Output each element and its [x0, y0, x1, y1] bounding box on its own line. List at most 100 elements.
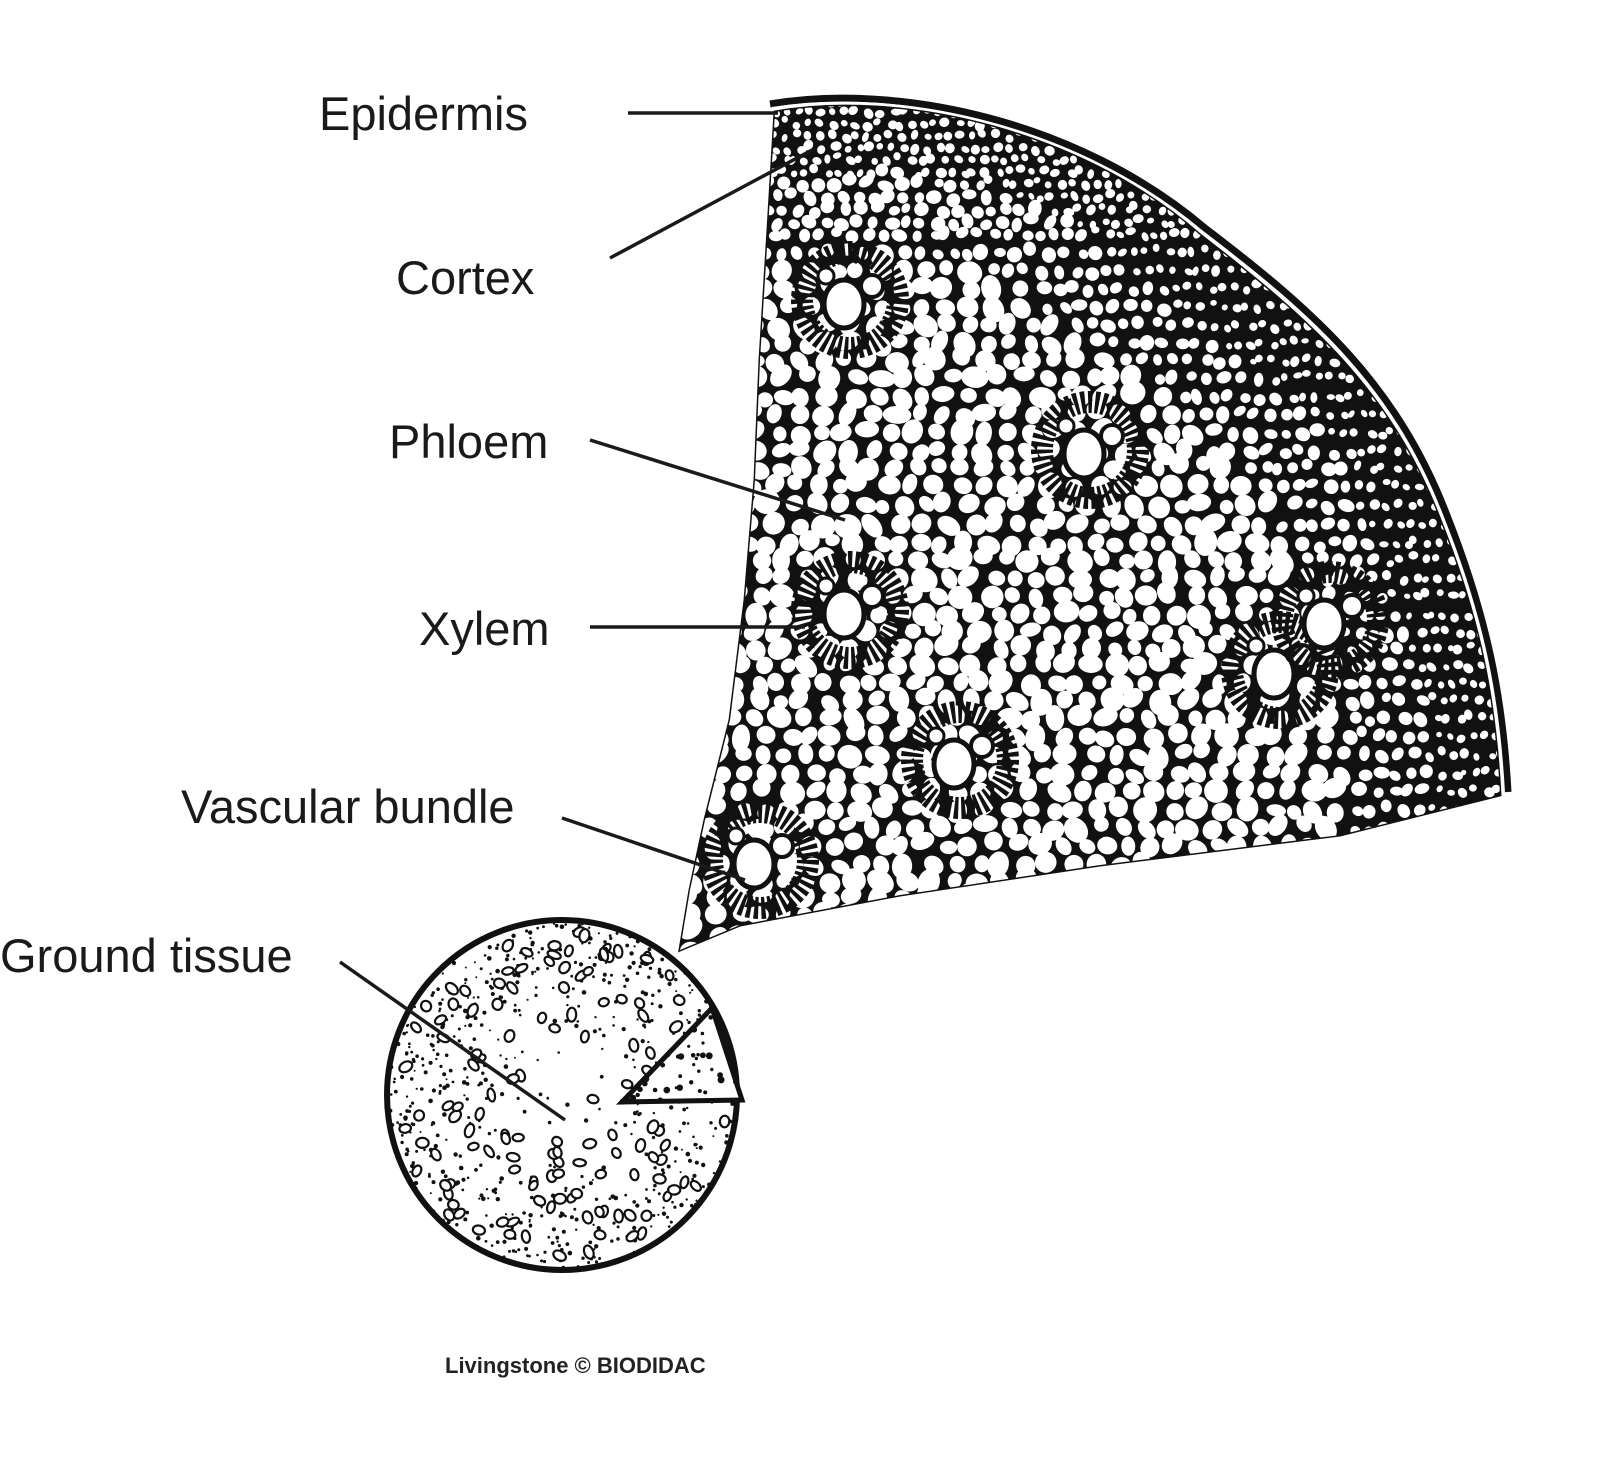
- stipple-dot: [464, 978, 468, 982]
- parenchyma-cell: [913, 336, 930, 353]
- stipple-dot: [558, 1214, 563, 1218]
- parenchyma-cell: [1279, 780, 1296, 800]
- parenchyma-cell: [1468, 908, 1481, 924]
- parenchyma-cell: [1266, 354, 1275, 363]
- parenchyma-cell: [1185, 117, 1198, 131]
- parenchyma-cell: [1431, 554, 1440, 562]
- parenchyma-cell: [1160, 118, 1169, 128]
- stipple-dot: [421, 1057, 425, 1061]
- parenchyma-cell: [871, 157, 879, 165]
- parenchyma-cell: [849, 214, 863, 228]
- parenchyma-cell: [1381, 502, 1390, 512]
- stipple-dot: [553, 1166, 557, 1169]
- parenchyma-cell: [1447, 323, 1459, 334]
- parenchyma-cell: [684, 747, 704, 764]
- parenchyma-cell: [1299, 191, 1310, 202]
- scattered-bundle: [466, 1002, 479, 1018]
- marker-dot: [678, 1074, 683, 1079]
- parenchyma-cell: [1422, 370, 1433, 381]
- parenchyma-cell: [654, 545, 680, 570]
- vessel-element: [1099, 423, 1125, 449]
- parenchyma-cell: [1368, 410, 1377, 418]
- parenchyma-cell: [914, 202, 929, 217]
- stipple-dot: [653, 1166, 657, 1170]
- parenchyma-cell: [718, 402, 740, 424]
- marker-dot: [667, 1053, 671, 1057]
- parenchyma-cell: [1180, 391, 1192, 404]
- parenchyma-cell: [947, 873, 962, 889]
- stipple-dot: [650, 1018, 654, 1023]
- parenchyma-cell: [1481, 910, 1495, 923]
- parenchyma-cell: [955, 226, 969, 239]
- parenchyma-cell: [738, 121, 747, 131]
- parenchyma-cell: [1372, 356, 1381, 365]
- parenchyma-cell: [1479, 806, 1488, 814]
- parenchyma-cell: [1318, 177, 1335, 194]
- parenchyma-cell: [819, 708, 842, 726]
- parenchyma-cell: [1049, 122, 1058, 129]
- stipple-dot: [413, 1069, 416, 1072]
- parenchyma-cell: [774, 334, 792, 352]
- stipple-dot: [392, 1080, 396, 1084]
- stipple-dot: [526, 1254, 529, 1258]
- parenchyma-cell: [1415, 892, 1431, 906]
- stipple-dot: [610, 973, 613, 977]
- parenchyma-cell: [915, 922, 937, 942]
- parenchyma-cell: [1501, 591, 1510, 600]
- stipple-dot: [428, 1060, 433, 1065]
- parenchyma-cell: [1413, 804, 1426, 816]
- stipple-dot: [724, 1140, 729, 1145]
- parenchyma-cell: [1049, 168, 1060, 178]
- parenchyma-cell: [1339, 266, 1348, 276]
- marker-dot: [676, 1084, 683, 1091]
- parenchyma-cell: [1388, 922, 1410, 945]
- stipple-dot: [531, 970, 534, 974]
- parenchyma-cell: [1328, 536, 1342, 547]
- parenchyma-cell: [1137, 820, 1156, 839]
- parenchyma-cell: [1436, 304, 1448, 317]
- parenchyma-cell: [1078, 654, 1103, 673]
- bundle-sheath: [701, 801, 819, 919]
- parenchyma-cell: [1117, 153, 1127, 164]
- parenchyma-cell: [680, 571, 686, 589]
- parenchyma-cell: [1107, 204, 1116, 215]
- parenchyma-cell: [1440, 697, 1448, 705]
- parenchyma-cell: [1233, 190, 1244, 200]
- stipple-dot: [522, 1109, 527, 1114]
- parenchyma-cell: [1140, 709, 1157, 729]
- parenchyma-cell: [1293, 218, 1300, 227]
- parenchyma-cell: [1284, 742, 1308, 766]
- parenchyma-cell: [833, 478, 848, 494]
- stipple-dot: [592, 1029, 598, 1034]
- parenchyma-cell: [1035, 265, 1049, 281]
- parenchyma-cell: [1170, 766, 1190, 783]
- parenchyma-cell: [1125, 144, 1133, 152]
- parenchyma-cell: [1250, 106, 1266, 113]
- parenchyma-cell: [1306, 519, 1318, 533]
- parenchyma-cell: [1173, 299, 1183, 308]
- stipple-dot: [623, 1054, 629, 1059]
- parenchyma-cell: [912, 230, 922, 242]
- parenchyma-cell: [1436, 785, 1443, 793]
- stipple-dot: [423, 1148, 426, 1152]
- parenchyma-cell: [1323, 479, 1339, 495]
- parenchyma-cell: [1338, 227, 1349, 240]
- parenchyma-cell: [1474, 695, 1485, 705]
- stipple-dot: [575, 1228, 578, 1231]
- stipple-dot: [564, 1019, 569, 1023]
- phloem-leader: [589, 438, 846, 522]
- marker-dot: [663, 1086, 671, 1094]
- parenchyma-cell: [1295, 427, 1311, 442]
- parenchyma-cell: [1083, 890, 1102, 907]
- scattered-bundle: [615, 993, 628, 1005]
- parenchyma-cell: [1432, 321, 1446, 333]
- stipple-dot: [439, 1064, 443, 1068]
- parenchyma-cell: [1392, 541, 1401, 549]
- parenchyma-cell: [1301, 353, 1311, 363]
- parenchyma-cell: [680, 162, 691, 173]
- parenchyma-cell: [1040, 370, 1057, 387]
- parenchyma-cell: [935, 299, 956, 316]
- parenchyma-cell: [943, 131, 953, 141]
- parenchyma-cell: [1361, 164, 1378, 181]
- parenchyma-cell: [1217, 745, 1237, 767]
